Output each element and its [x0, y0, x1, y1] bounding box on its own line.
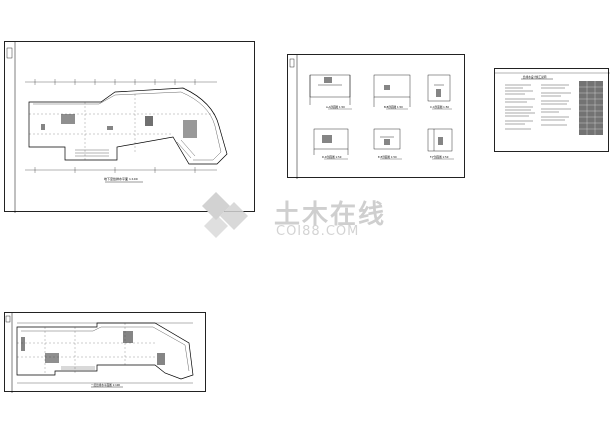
notes-drawing: [495, 72, 610, 135]
detail-caption-b: B-B剖面图 1:50: [384, 106, 403, 109]
floor-plan-top-drawing: [6, 42, 228, 213]
sheet-details: A-A剖面图 1:50 B-B剖面图 1:50 C-C剖面图 1:50 D-D剖…: [287, 54, 465, 179]
watermark-logo-icon: [202, 192, 248, 238]
watermark: 土木在线 COI88.COM: [196, 188, 436, 248]
sheet-notes: 给排水设计施工说明: [494, 68, 610, 152]
detail-caption-f: F-F剖面图 1:50: [430, 156, 449, 159]
watermark-title: 土木在线: [274, 200, 387, 230]
detail-caption-a: A-A剖面图 1:50: [326, 106, 345, 109]
floor-plan-bottom-caption: 一层给排水平面图 1:100: [91, 384, 121, 387]
sheet-floor-plan-bottom: 一层给排水平面图 1:100: [4, 312, 206, 393]
floor-plan-bottom-drawing: [5, 313, 194, 393]
notes-title: 给排水设计施工说明: [523, 76, 547, 79]
detail-caption-d: D-D剖面图 1:50: [322, 156, 342, 159]
details-drawing: [289, 55, 454, 179]
detail-caption-c: C-C剖面图 1:50: [430, 106, 449, 109]
detail-caption-e: E-E剖面图 1:50: [378, 156, 397, 159]
sheet-floor-plan-top: 地下室给排水平面 1:100: [4, 41, 255, 213]
watermark-subtitle: COI88.COM: [276, 224, 360, 239]
floor-plan-top-caption: 地下室给排水平面 1:100: [104, 177, 138, 181]
